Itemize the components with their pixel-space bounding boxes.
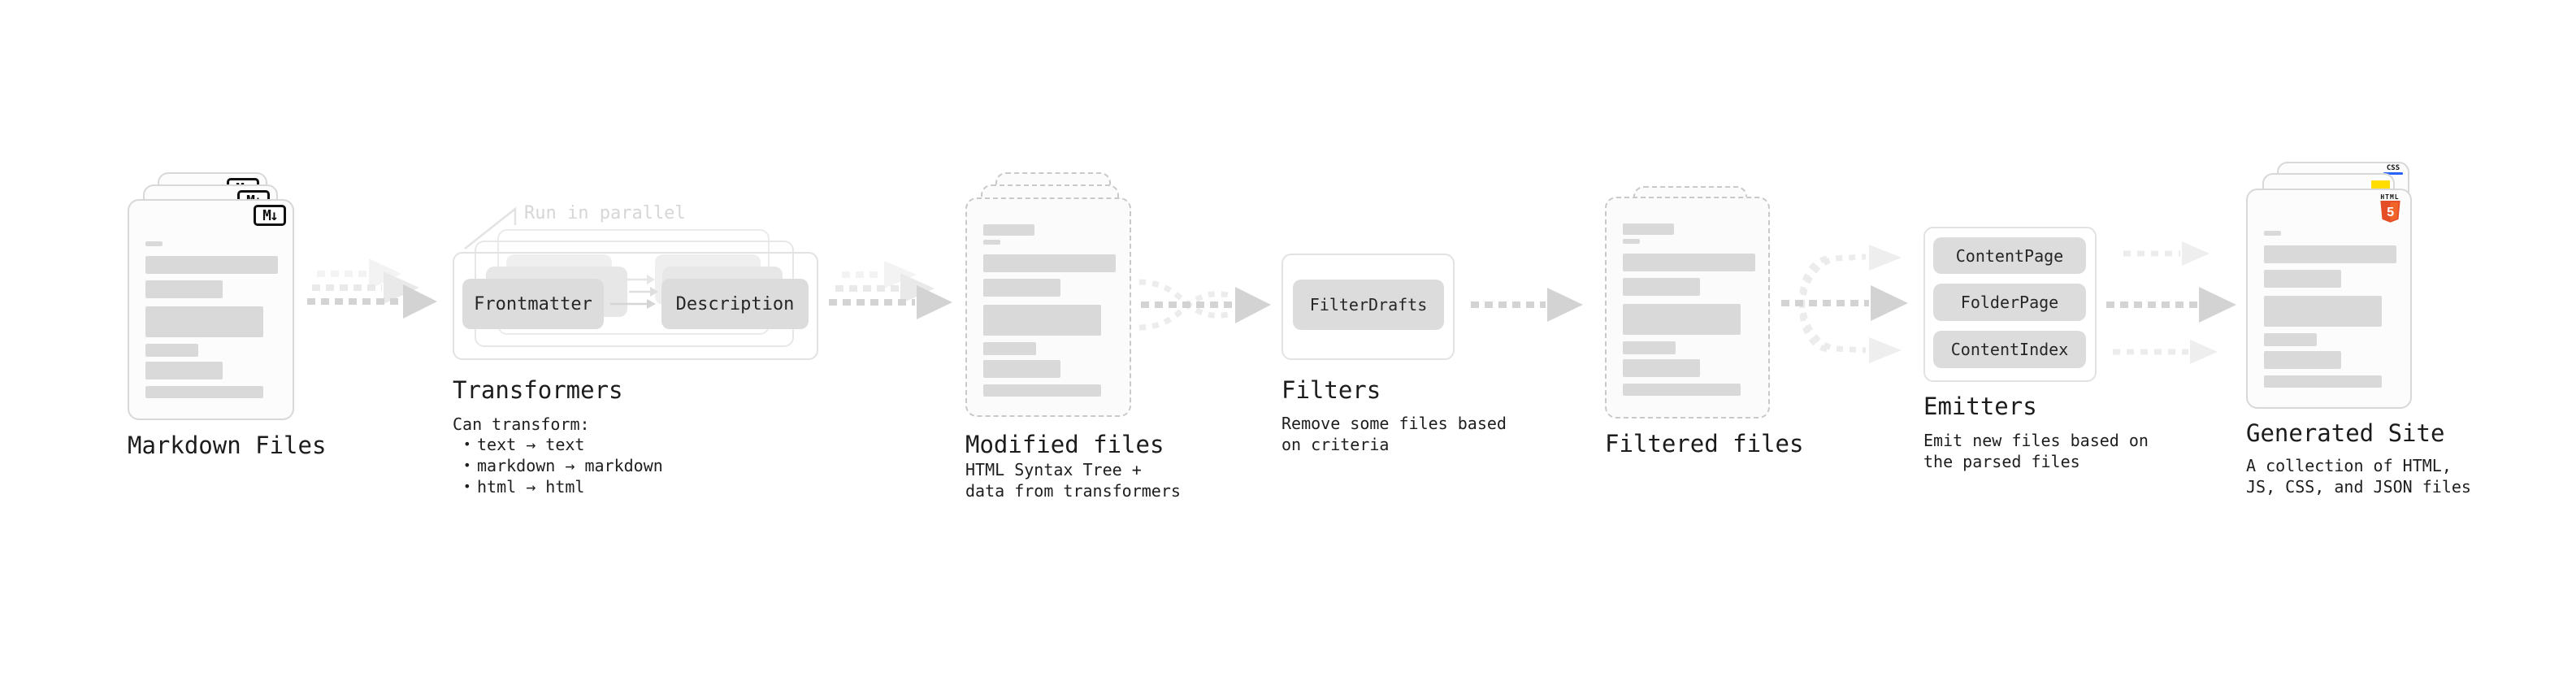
stage-title-emitters: Emitters bbox=[1923, 393, 2037, 420]
placeholder-bar bbox=[2264, 351, 2341, 369]
transformer-layer-front bbox=[453, 252, 818, 360]
document-card: HTML 5 bbox=[2246, 189, 2412, 409]
placeholder-bar bbox=[1623, 384, 1741, 396]
placeholder-bar bbox=[983, 254, 1116, 272]
placeholder-bar bbox=[1623, 304, 1741, 335]
css-badge-label: CSS bbox=[2386, 164, 2400, 172]
stage-title-markdown-files: Markdown Files bbox=[128, 432, 327, 459]
emitter-pill-contentpage: ContentPage bbox=[1933, 237, 2086, 274]
placeholder-bar bbox=[983, 224, 1034, 236]
emitter-pill-contentindex: ContentIndex bbox=[1933, 331, 2086, 368]
placeholder-bar bbox=[1623, 223, 1674, 235]
placeholder-bar bbox=[2264, 231, 2281, 236]
markdown-icon: M↓ bbox=[254, 205, 286, 226]
transformer-pill-frontmatter: Frontmatter bbox=[462, 279, 604, 329]
stage-title-modified-files: Modified files bbox=[965, 431, 1164, 458]
css-badge: CSS bbox=[2383, 165, 2403, 175]
placeholder-bar bbox=[145, 344, 198, 357]
filter-pill-filterdrafts: FilterDrafts bbox=[1293, 280, 1444, 330]
arrow-transformers-to-modified bbox=[829, 261, 952, 319]
html5-icon: HTML 5 bbox=[2378, 193, 2402, 228]
stage-subtitle-filters: Remove some files based on criteria bbox=[1281, 414, 1507, 454]
arrow-filters-to-filtered bbox=[1471, 288, 1583, 322]
bullet-item: html → html bbox=[463, 476, 663, 497]
placeholder-bar bbox=[2264, 333, 2317, 346]
placeholder-bar bbox=[145, 362, 223, 380]
arrow-modified-to-filters bbox=[1138, 279, 1271, 331]
placeholder-bar bbox=[983, 342, 1036, 355]
bullet-item: text → text bbox=[463, 434, 663, 455]
emitter-pill-folderpage: FolderPage bbox=[1933, 284, 2086, 321]
svg-text:5: 5 bbox=[2387, 206, 2394, 219]
placeholder-bar bbox=[145, 241, 163, 246]
placeholder-bar bbox=[2264, 245, 2396, 263]
css-badge-underline bbox=[2383, 172, 2403, 175]
document-card bbox=[1605, 197, 1770, 419]
transformers-bullet-list: text → text markdown → markdown html → h… bbox=[463, 434, 663, 497]
placeholder-bar bbox=[145, 280, 223, 298]
placeholder-bar bbox=[1623, 359, 1700, 377]
transformer-pill-description: Description bbox=[661, 279, 809, 329]
placeholder-bar bbox=[2264, 270, 2341, 288]
js-badge bbox=[2371, 180, 2390, 189]
placeholder-bar bbox=[145, 306, 263, 337]
document-card: M↓ bbox=[128, 199, 294, 420]
arrow-emitters-to-generated bbox=[2106, 241, 2236, 364]
placeholder-bar bbox=[145, 256, 278, 274]
placeholder-bar bbox=[983, 279, 1060, 297]
placeholder-bar bbox=[983, 305, 1101, 336]
placeholder-bar bbox=[1623, 254, 1755, 271]
arrow-markdown-to-transformers bbox=[307, 258, 437, 319]
placeholder-bar bbox=[1623, 278, 1700, 296]
placeholder-bar bbox=[2264, 375, 2382, 388]
stage-title-filtered-files: Filtered files bbox=[1605, 430, 1804, 458]
stage-subtitle-emitters: Emit new files based on the parsed files bbox=[1923, 431, 2149, 471]
stage-title-transformers: Transformers bbox=[453, 376, 623, 404]
run-in-parallel-callout: Run in parallel bbox=[524, 203, 686, 223]
placeholder-bar bbox=[983, 360, 1060, 378]
document-card bbox=[965, 197, 1131, 417]
placeholder-bar bbox=[2264, 296, 2382, 327]
placeholder-bar bbox=[983, 384, 1101, 397]
placeholder-bar bbox=[145, 386, 263, 398]
stage-subtitle-modified-files: HTML Syntax Tree + data from transformer… bbox=[965, 460, 1181, 501]
html5-icon-label: HTML bbox=[2380, 193, 2400, 201]
arrow-filtered-to-emitters bbox=[1781, 245, 1908, 363]
placeholder-bar bbox=[1623, 341, 1676, 354]
stage-subtitle-generated-site: A collection of HTML, JS, CSS, and JSON … bbox=[2246, 456, 2471, 497]
placeholder-bar bbox=[1623, 239, 1640, 244]
bullet-item: markdown → markdown bbox=[463, 455, 663, 476]
stage-title-filters: Filters bbox=[1281, 376, 1381, 404]
transformers-note-heading: Can transform: bbox=[453, 414, 590, 434]
html5-shield: 5 bbox=[2379, 201, 2400, 223]
stage-title-generated-site: Generated Site bbox=[2246, 419, 2445, 447]
placeholder-bar bbox=[983, 240, 1000, 245]
